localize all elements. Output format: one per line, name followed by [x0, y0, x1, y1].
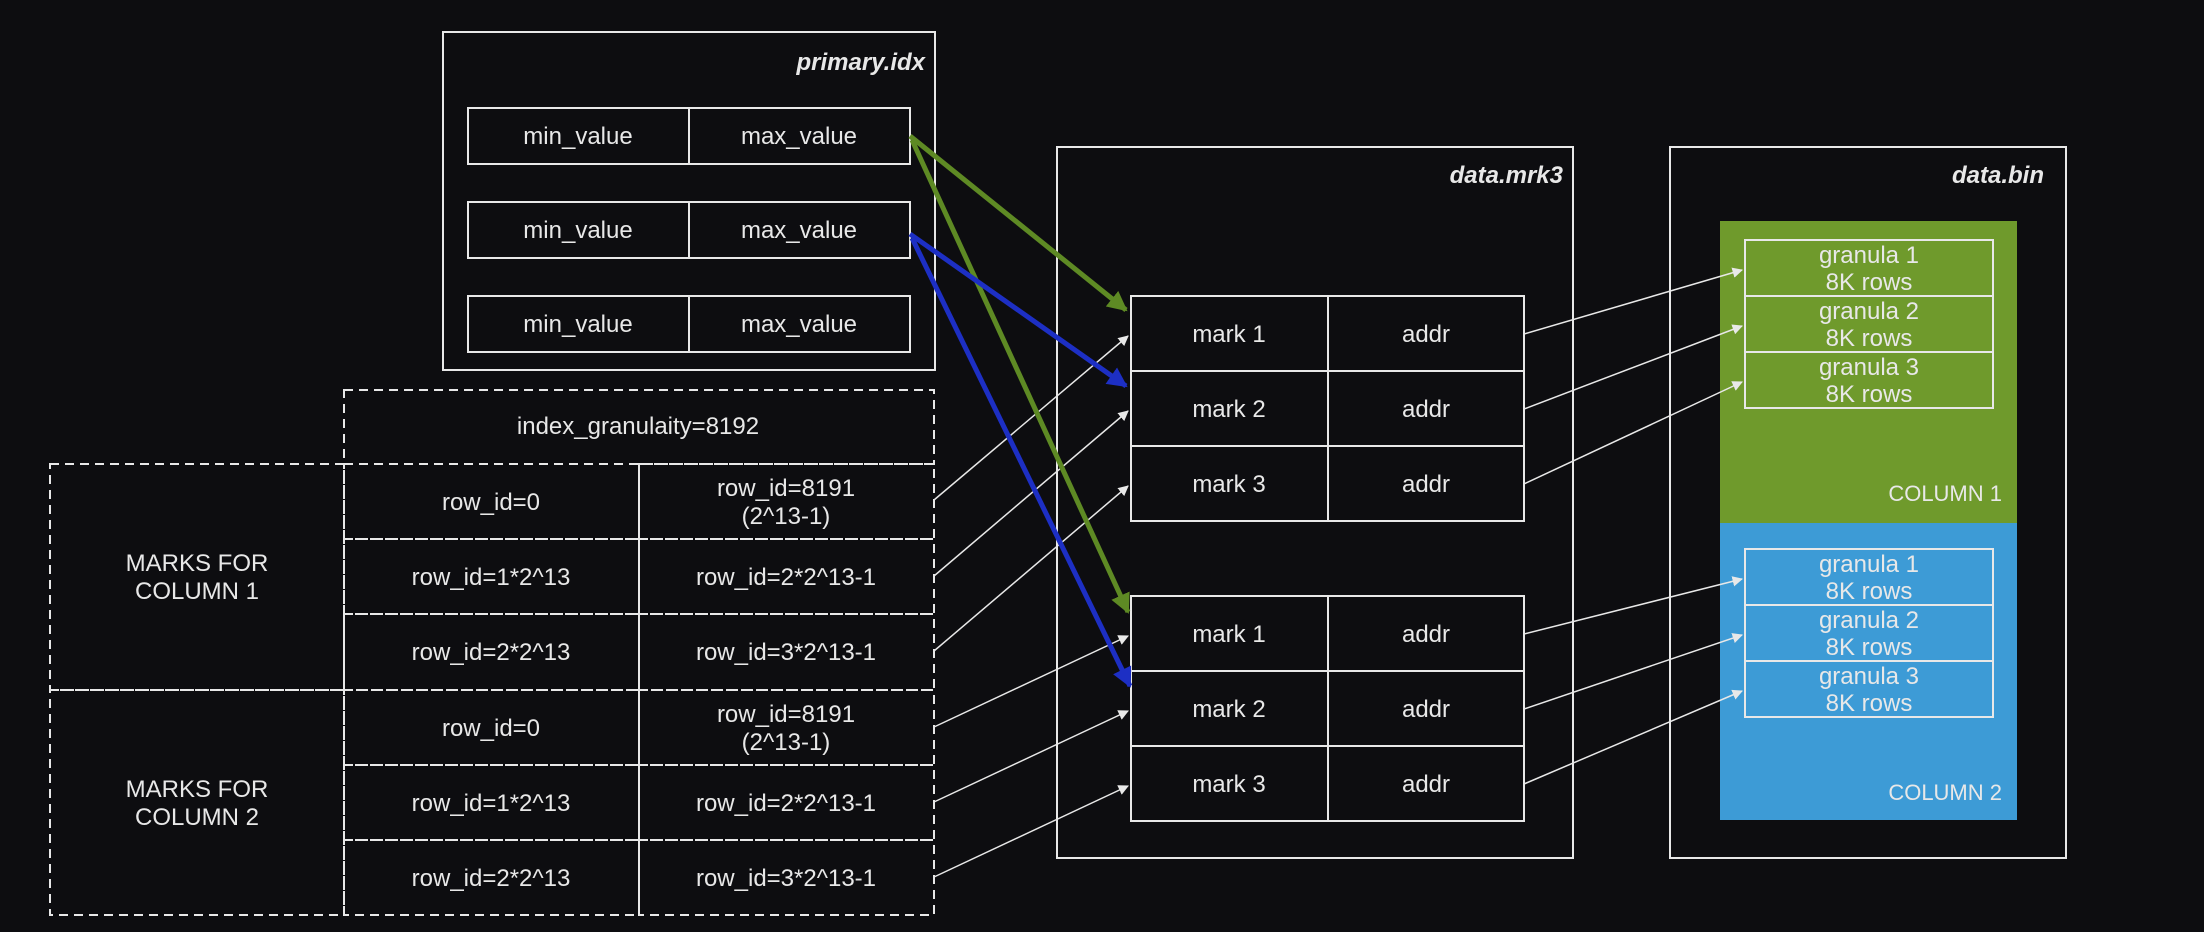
granula-rows: 8K rows — [1826, 634, 1913, 661]
arrow — [1523, 576, 1744, 635]
max-value-cell: max_value — [741, 123, 857, 150]
row-start-cell: row_id=2*2^13 — [412, 639, 571, 666]
granula-name: granula 2 — [1819, 298, 1919, 325]
arrow — [933, 335, 1129, 501]
column1-block — [1720, 221, 2017, 523]
max-value-cell: max_value — [741, 311, 857, 338]
granula-name: granula 3 — [1819, 663, 1919, 690]
row-end-cell: row_id=3*2^13-1 — [696, 639, 876, 666]
index-granularity-label: index_granulaity=8192 — [517, 413, 759, 440]
arrow — [933, 410, 1129, 577]
row-to-mark-arrows — [933, 335, 1129, 878]
granula-name: granula 2 — [1819, 607, 1919, 634]
primary-idx-row: min_value max_value — [467, 201, 911, 259]
min-value-cell: min_value — [523, 217, 632, 244]
mark-cell: mark 2 — [1192, 396, 1265, 423]
min-value-cell: min_value — [523, 311, 632, 338]
row-start-cell: row_id=1*2^13 — [412, 790, 571, 817]
primary-idx-row: min_value max_value — [467, 107, 911, 165]
addr-cell: addr — [1402, 471, 1450, 498]
row-start-cell: row_id=0 — [442, 489, 540, 516]
arrow — [1523, 381, 1743, 485]
row-start-cell: row_id=2*2^13 — [412, 865, 571, 892]
marks-label-line2: COLUMN 1 — [135, 578, 259, 605]
arrow — [909, 138, 1131, 614]
granula-name: granula 3 — [1819, 354, 1919, 381]
row-end-cell: row_id=2*2^13-1 — [696, 790, 876, 817]
row-end-note: (2^13-1) — [742, 729, 831, 756]
data-bin-panel: data.bin granula 1 8K rows granula 2 8K … — [1669, 146, 2067, 859]
arrow — [933, 635, 1129, 728]
marks-label-line2: COLUMN 2 — [135, 804, 259, 831]
mark-cell: mark 3 — [1192, 471, 1265, 498]
row-end-cell: row_id=8191 — [717, 475, 855, 502]
column2-block — [1720, 523, 2017, 820]
mark-cell: mark 3 — [1192, 771, 1265, 798]
max-value-cell: max_value — [741, 217, 857, 244]
marks-column2-label: MARKS FOR COLUMN 2 — [126, 776, 269, 831]
primary-idx-panel: primary.idx min_value max_value min_valu… — [442, 31, 936, 371]
addr-cell: addr — [1402, 696, 1450, 723]
row-end-cell: row_id=8191 — [717, 701, 855, 728]
data-mrk3-panel: data.mrk3 mark 1 addr mark 2 addr mark 3… — [1056, 146, 1574, 859]
granula-rows: 8K rows — [1826, 381, 1913, 408]
row-end-cell: row_id=2*2^13-1 — [696, 564, 876, 591]
mark-group-column1 — [1130, 295, 1525, 522]
arrow — [933, 710, 1129, 803]
arrow — [909, 236, 1133, 688]
addr-cell: addr — [1402, 396, 1450, 423]
granula-rows: 8K rows — [1826, 690, 1913, 717]
granula-rows: 8K rows — [1826, 578, 1913, 605]
arrow — [908, 134, 1128, 312]
arrow — [1523, 267, 1744, 335]
marks-column1-label: MARKS FOR COLUMN 1 — [126, 550, 269, 605]
row-start-cell: row_id=0 — [442, 715, 540, 742]
row-end-cell: row_id=3*2^13-1 — [696, 865, 876, 892]
mark-cell: mark 2 — [1192, 696, 1265, 723]
row-start-cell: row_id=1*2^13 — [412, 564, 571, 591]
column2-granules — [1744, 548, 1994, 718]
arrow — [1523, 633, 1743, 710]
granula-rows: 8K rows — [1826, 325, 1913, 352]
column2-label: COLUMN 2 — [1888, 780, 2002, 805]
green-arrows — [908, 134, 1131, 614]
arrow — [933, 485, 1129, 652]
column1-granules — [1744, 239, 1994, 409]
mark-cell: mark 1 — [1192, 321, 1265, 348]
marks-label-line1: MARKS FOR — [126, 776, 269, 803]
mark-cell: mark 1 — [1192, 621, 1265, 648]
granula-name: granula 1 — [1819, 242, 1919, 269]
arrow — [1523, 689, 1743, 785]
mark-group-column2 — [1130, 595, 1525, 822]
granula-rows: 8K rows — [1826, 269, 1913, 296]
addr-to-granula-arrows — [1523, 267, 1744, 785]
row-end-note: (2^13-1) — [742, 503, 831, 530]
column1-label: COLUMN 1 — [1888, 481, 2002, 506]
arrow — [933, 785, 1129, 878]
addr-cell: addr — [1402, 321, 1450, 348]
arrow — [908, 231, 1128, 389]
data-bin-title: data.bin — [1952, 162, 2044, 189]
granula-name: granula 1 — [1819, 551, 1919, 578]
primary-idx-row: min_value max_value — [467, 295, 911, 353]
blue-arrows — [908, 231, 1133, 688]
min-value-cell: min_value — [523, 123, 632, 150]
arrow — [1523, 324, 1743, 410]
addr-cell: addr — [1402, 621, 1450, 648]
data-mrk3-title: data.mrk3 — [1450, 162, 1564, 189]
marks-table — [49, 389, 935, 916]
marks-label-line1: MARKS FOR — [126, 550, 269, 577]
primary-idx-title: primary.idx — [796, 49, 927, 76]
addr-cell: addr — [1402, 771, 1450, 798]
